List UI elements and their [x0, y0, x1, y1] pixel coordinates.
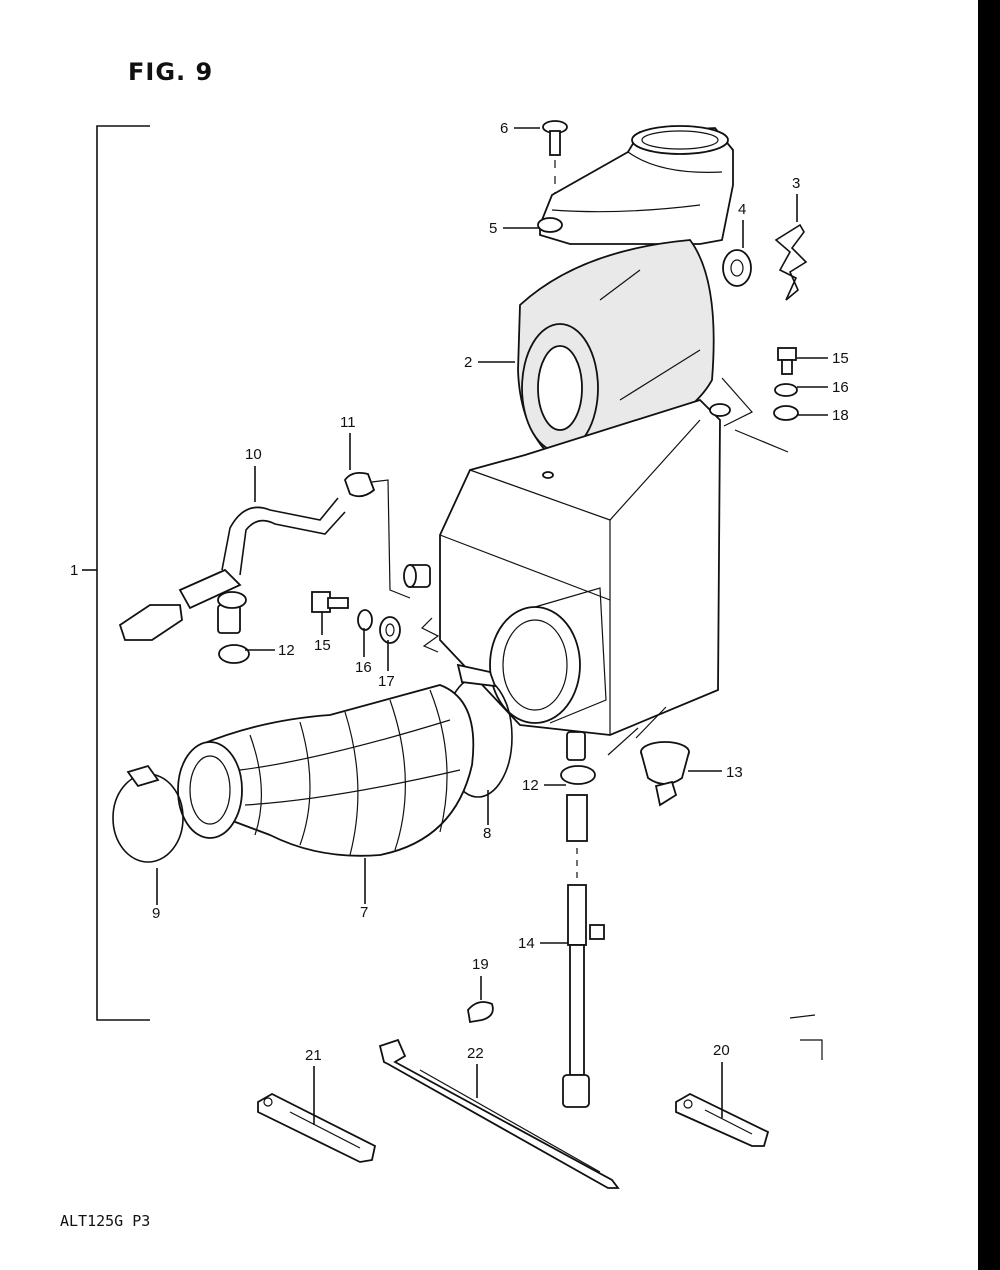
part-strap-left	[257, 1092, 377, 1163]
part-intake-boot	[177, 684, 475, 857]
callout-number-15: 15	[832, 350, 849, 367]
part-drain-hose	[562, 794, 605, 1108]
callout-number-16: 16	[355, 659, 372, 676]
callout-number-3: 3	[792, 175, 800, 192]
part-filter-element	[517, 239, 715, 461]
callout-number-14: 14	[518, 935, 535, 952]
callout-number-1: 1	[70, 562, 78, 579]
callout-number-19: 19	[472, 956, 489, 973]
exploded-parts-diagram: 1234567891011121314151516161718121920212…	[70, 120, 849, 1189]
callout-number-22: 22	[467, 1045, 484, 1062]
callout-number-7: 7	[360, 904, 368, 921]
callout-number-21: 21	[305, 1047, 322, 1064]
part-bolt-right	[777, 347, 797, 375]
part-cleaner-cap	[537, 125, 734, 245]
leader-line-13	[607, 706, 667, 756]
callout-number-5: 5	[489, 220, 497, 237]
corner-mark	[789, 1014, 823, 1060]
callout-number-12: 12	[278, 642, 295, 659]
callout-number-8: 8	[483, 825, 491, 842]
part-outlet-clamp	[443, 663, 513, 798]
footer-code: ALT125G P3	[60, 1212, 151, 1230]
callout-number-2: 2	[464, 354, 472, 371]
callout-number-6: 6	[500, 120, 508, 137]
part-hose-clamp	[112, 764, 184, 863]
part-breather-hose	[118, 497, 346, 641]
part-case-outlet	[489, 587, 607, 724]
callout-number-11: 11	[340, 414, 356, 431]
part-strap-right	[675, 1092, 770, 1147]
callout-number-16: 16	[832, 379, 849, 396]
part-washer-right	[774, 383, 798, 397]
part-clamp-12-right	[560, 765, 596, 785]
callout-number-13: 13	[726, 764, 743, 781]
part-clamp-11	[343, 471, 376, 498]
callout-number-18: 18	[832, 407, 849, 424]
part-bolt-left	[311, 591, 349, 613]
part-washer-left-17	[379, 616, 401, 644]
part-case-nipple	[403, 564, 431, 588]
assembly-bracket	[96, 125, 150, 1021]
part-grommet	[722, 249, 752, 287]
callout-number-4: 4	[738, 201, 746, 218]
part-clamp-12-left	[218, 644, 250, 664]
leader-line-11	[371, 479, 411, 599]
part-washer-right-2	[773, 405, 799, 421]
callout-number-10: 10	[245, 446, 262, 463]
callout-number-20: 20	[713, 1042, 730, 1059]
figure-title: FIG. 9	[128, 58, 214, 86]
part-drain-cap	[640, 741, 690, 807]
page-edge-bar	[978, 0, 1000, 1270]
part-cable-tie	[378, 1038, 620, 1189]
part-spring-clip	[420, 617, 440, 653]
part-washer-left-16	[357, 609, 373, 631]
part-clip	[774, 223, 808, 301]
callout-number-12: 12	[522, 777, 539, 794]
callout-number-15: 15	[314, 637, 331, 654]
callout-number-17: 17	[378, 673, 395, 690]
leader-bracket-right	[721, 377, 789, 453]
part-drain-nipple	[566, 731, 586, 761]
part-small-clip	[467, 1001, 494, 1024]
callout-number-9: 9	[152, 905, 160, 922]
